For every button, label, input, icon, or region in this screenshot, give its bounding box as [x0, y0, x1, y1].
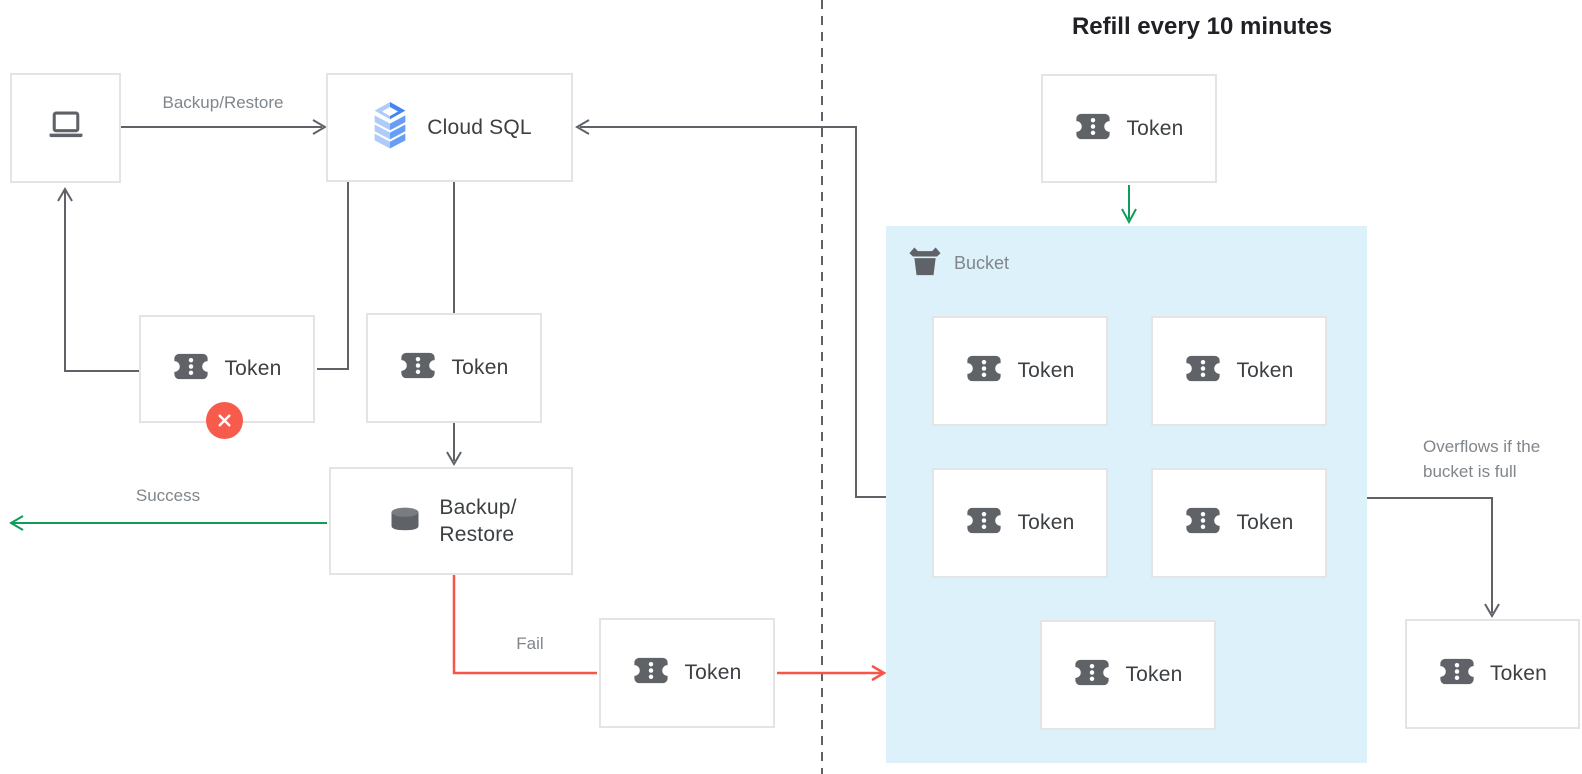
token-label: Token: [1236, 359, 1294, 382]
success-label: Success: [135, 486, 201, 505]
error-badge: [206, 402, 243, 439]
token-label: Token: [1017, 511, 1075, 534]
token-icon: [1181, 351, 1226, 391]
token-label: Token: [1125, 663, 1183, 686]
fail-label: Fail: [516, 634, 544, 653]
token-fail-node: Token: [599, 618, 775, 728]
backup-restore-node: Backup/ Restore: [329, 467, 573, 575]
bucket-header: Bucket: [908, 245, 1009, 282]
client-node: [10, 73, 121, 183]
token-refill-node: Token: [1041, 74, 1217, 183]
token-icon: [629, 653, 674, 693]
token-in-bucket-5: Token: [1040, 620, 1216, 730]
cloud-sql-node: Cloud SQL: [326, 73, 573, 182]
token-label: Token: [1017, 359, 1075, 382]
token-label: Token: [224, 357, 282, 380]
token-in-bucket-1: Token: [932, 316, 1108, 426]
token-icon: [169, 349, 214, 389]
bucket-icon: [908, 245, 942, 282]
refill-title: Refill every 10 minutes: [1071, 13, 1333, 40]
token-in-bucket-2: Token: [1151, 316, 1327, 426]
cloud-sql-icon: [367, 100, 413, 155]
token-icon: [1181, 503, 1226, 543]
token-allowed-node: Token: [366, 313, 542, 423]
bucket-label: Bucket: [954, 253, 1010, 273]
backup-restore-arrow-label: Backup/Restore: [162, 93, 284, 112]
token-icon: [962, 503, 1007, 543]
token-icon: [396, 348, 441, 388]
backup-restore-label: Backup/ Restore: [439, 495, 517, 546]
cloud-sql-label: Cloud SQL: [427, 115, 532, 139]
token-in-bucket-3: Token: [932, 468, 1108, 578]
laptop-icon: [46, 109, 86, 148]
token-icon: [1434, 654, 1479, 694]
token-icon: [1070, 655, 1115, 695]
x-icon: [218, 414, 231, 427]
token-overflow-node: Token: [1405, 619, 1580, 729]
token-label: Token: [1126, 116, 1184, 140]
token-label: Token: [451, 356, 509, 379]
token-label: Token: [1489, 662, 1548, 685]
token-icon: [962, 351, 1007, 391]
overflow-label: Overflows if the bucket is full: [1423, 437, 1541, 481]
token-in-bucket-4: Token: [1151, 468, 1327, 578]
token-icon: [1071, 109, 1116, 149]
token-label: Token: [684, 661, 742, 684]
token-label: Token: [1236, 511, 1294, 534]
database-icon: [385, 504, 425, 539]
